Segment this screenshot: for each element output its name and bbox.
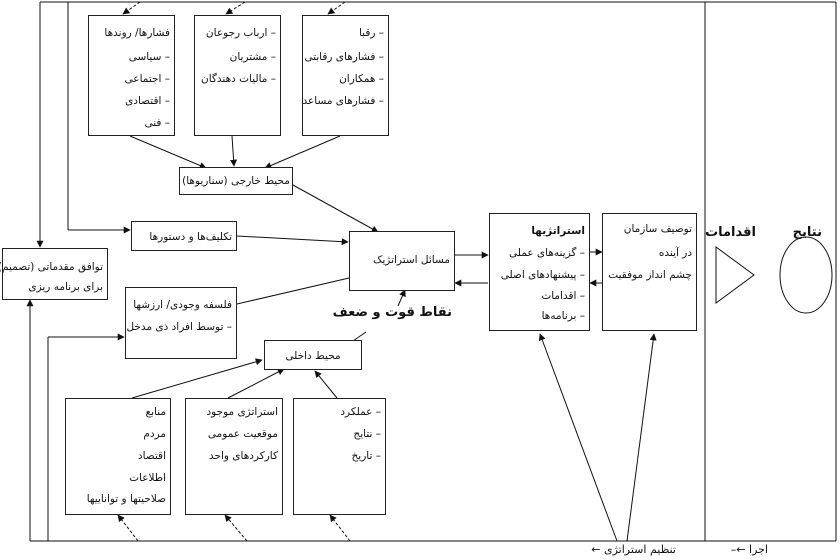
strategic-issues-box [349,231,455,291]
actions-triangle-icon [716,247,754,303]
internal-environment-box [264,340,362,370]
competitors-collaborators: – همکاران [339,73,384,85]
external-environment-box [179,167,293,195]
implementation-label: اجرا ←– [716,544,768,555]
resources-competencies: صلاحیتها و تواناییها [86,493,166,505]
stakeholders-clients: – ارباب رجوعان [205,27,276,39]
vision-box [602,213,697,331]
results-circle-icon [780,237,832,313]
strategies-proposals: – پیشنهادهای اصلی [500,269,585,281]
present-strategy-title: استراتژی موجود [206,406,278,418]
resources-title: منابع [145,406,166,418]
present-strategy-functions: کارکردهای واحد [208,450,278,462]
strategies-programs: – برنامه‌ها [541,310,585,322]
agreement-box [2,248,108,300]
internal-environment-label: محیط داخلی [285,350,341,362]
competitors-favorable: – فشارهای مساعد [302,95,384,107]
external-environment-label: محیط خارجی (سناریوها) [182,175,290,187]
performance-results: – نتایج [353,428,381,440]
resources-box [65,398,171,515]
trends-political: – سیاسی [128,51,170,63]
present-strategy-box [185,398,283,515]
agreement-line-2: برای برنامه ریزی [28,281,103,293]
trends-title: فشارها/ روندها [104,27,170,39]
vision-line-2: در آینده [658,247,692,259]
trends-economic: – اقتصادی [125,95,170,107]
actions-label: اقدامات [705,225,756,240]
resources-people: مردم [143,428,166,440]
present-strategy-position: موقعیت عمومی [207,428,278,440]
mission-box [125,287,237,359]
strategies-box [489,213,590,331]
vision-line-3: چشم انداز موفقیت [608,269,692,281]
agreement-line-1: توافق مقدماتی (تصمیم) [0,261,103,273]
mission-line-1: فلسفه وجودی/ ارزشها [133,299,232,311]
competitors-box [302,15,389,136]
trends-box [88,15,175,136]
performance-box [293,398,386,515]
mission-line-2: – توسط افراد ذی مدخل [126,321,232,333]
resources-information: اطلاعات [129,472,166,484]
resources-economy: اقتصاد [137,450,166,462]
stakeholders-customers: – مشتریان [229,51,276,63]
strategies-actions: – اقدامات [541,290,585,302]
strategy-formulation-label: تنظیم استراتژی ← [580,544,676,555]
strategies-alternatives: – گزینه‌های عملی [509,247,585,259]
stakeholders-taxpayers: – مالیات دهندگان [200,73,276,85]
results-label: نتایج [792,225,822,240]
trends-social: – اجتماعی [124,73,170,85]
vision-line-1: توصیف سازمان [623,223,692,235]
trends-technical: – فنی [144,117,170,129]
stakeholders-box [194,15,281,136]
strengths-weaknesses-label: نقاط قوت و ضعف [332,305,452,320]
mandates-label: تکلیف‌ها و دستورها [149,231,232,243]
mandates-box [131,221,237,251]
competitors-forces: – فشارهای رقابتی [304,51,384,63]
performance-title: – عملکرد [340,406,381,418]
competitors-rivals: – رقبا [358,27,384,39]
performance-history: – تاریخ [351,450,381,462]
strategic-issues-label: مسائل استراتژیک [372,254,450,266]
strategies-title: استراتژیها [531,225,585,237]
